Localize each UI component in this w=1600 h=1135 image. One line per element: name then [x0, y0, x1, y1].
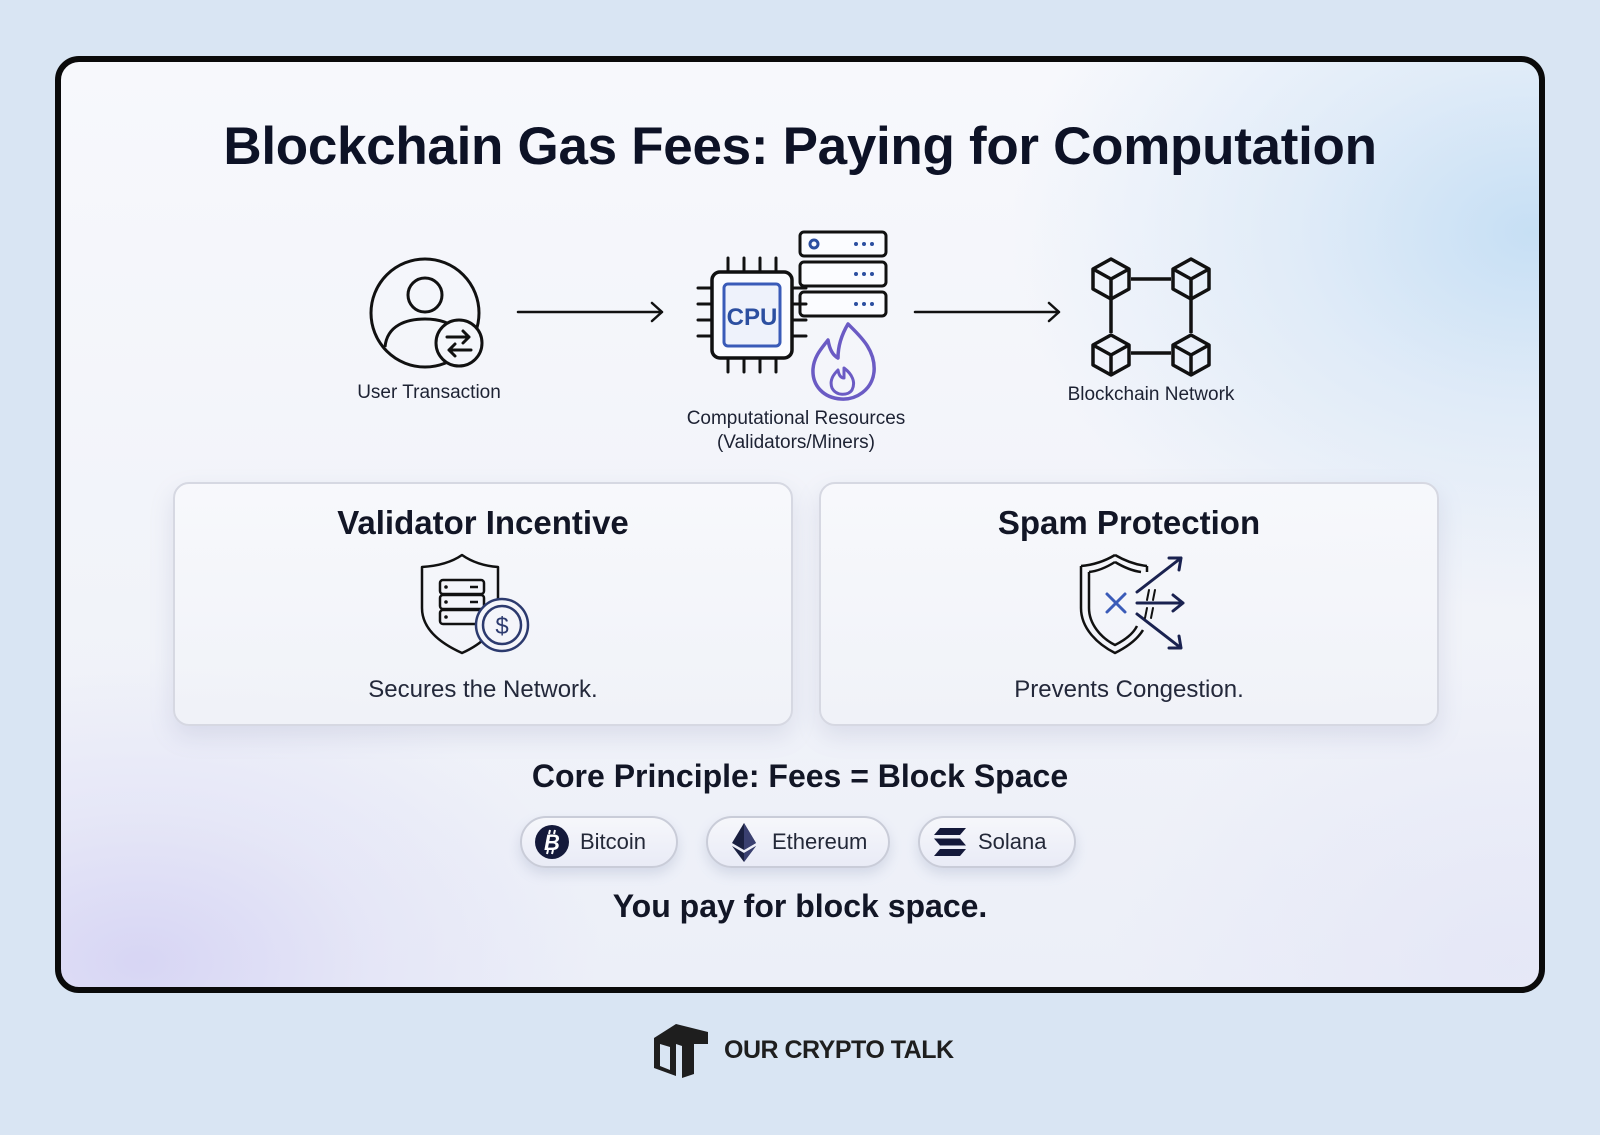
user-transaction-icon [369, 257, 484, 369]
dollar-symbol: $ [495, 613, 508, 640]
brand-footer[interactable]: OUR CRYPTO TALK [646, 1020, 954, 1080]
infographic-frame: Blockchain Gas Fees: Paying for Computat… [55, 56, 1545, 993]
svg-text:B: B [544, 830, 560, 855]
chip-solana[interactable]: Solana [918, 816, 1076, 868]
ethereum-icon [732, 823, 756, 862]
card-desc-validator-incentive: Secures the Network. [368, 676, 598, 703]
tagline: You pay for block space. [612, 888, 988, 924]
bitcoin-icon: B [535, 825, 569, 859]
blockchain-network-icon [1091, 257, 1211, 377]
cpu-label: CPU [727, 304, 778, 331]
chip-label-bitcoin: Bitcoin [580, 829, 647, 854]
page-title: Blockchain Gas Fees: Paying for Computat… [223, 117, 1377, 176]
card-title-spam-protection: Spam Protection [997, 504, 1261, 541]
chip-label-solana: Solana [978, 829, 1047, 854]
chip-ethereum[interactable]: Ethereum [706, 816, 890, 868]
chain-chips: B Bitcoin Ethereum Solana [61, 816, 1539, 868]
flow-label-computational-resources-line2: (Validators/Miners) [716, 432, 876, 453]
flow-label-user-transaction: User Transaction [357, 382, 501, 403]
brand-name: OUR CRYPTO TALK [724, 1035, 954, 1064]
flow-node-computational-resources: CPU Computational Resources (Validators/… [666, 228, 926, 455]
our-crypto-talk-logo [654, 1024, 708, 1078]
flow-label-blockchain-network: Blockchain Network [1067, 384, 1235, 405]
card-spam-protection: Spam Protection Prevents Congestion. [819, 482, 1439, 726]
arrow-right-icon [913, 301, 1061, 323]
card-validator-incentive: Validator Incentive $ Secures the Networ… [173, 482, 793, 726]
chip-bitcoin[interactable]: B Bitcoin [520, 816, 678, 868]
solana-icon [934, 828, 966, 856]
card-title-validator-incentive: Validator Incentive [337, 504, 629, 541]
shield-block-arrows-icon [1079, 553, 1185, 655]
flow-label-computational-resources-line1: Computational Resources [686, 408, 906, 429]
flow-node-user-transaction: User Transaction [329, 255, 529, 405]
flow-node-blockchain-network: Blockchain Network [1051, 255, 1251, 407]
card-desc-spam-protection: Prevents Congestion. [1014, 676, 1244, 703]
shield-server-dollar-icon: $ [420, 553, 530, 655]
core-principle-title: Core Principle: Fees = Block Space [531, 758, 1069, 794]
chip-label-ethereum: Ethereum [772, 829, 868, 854]
cpu-server-fire-icon: CPU [696, 230, 888, 401]
arrow-right-icon [516, 301, 664, 323]
